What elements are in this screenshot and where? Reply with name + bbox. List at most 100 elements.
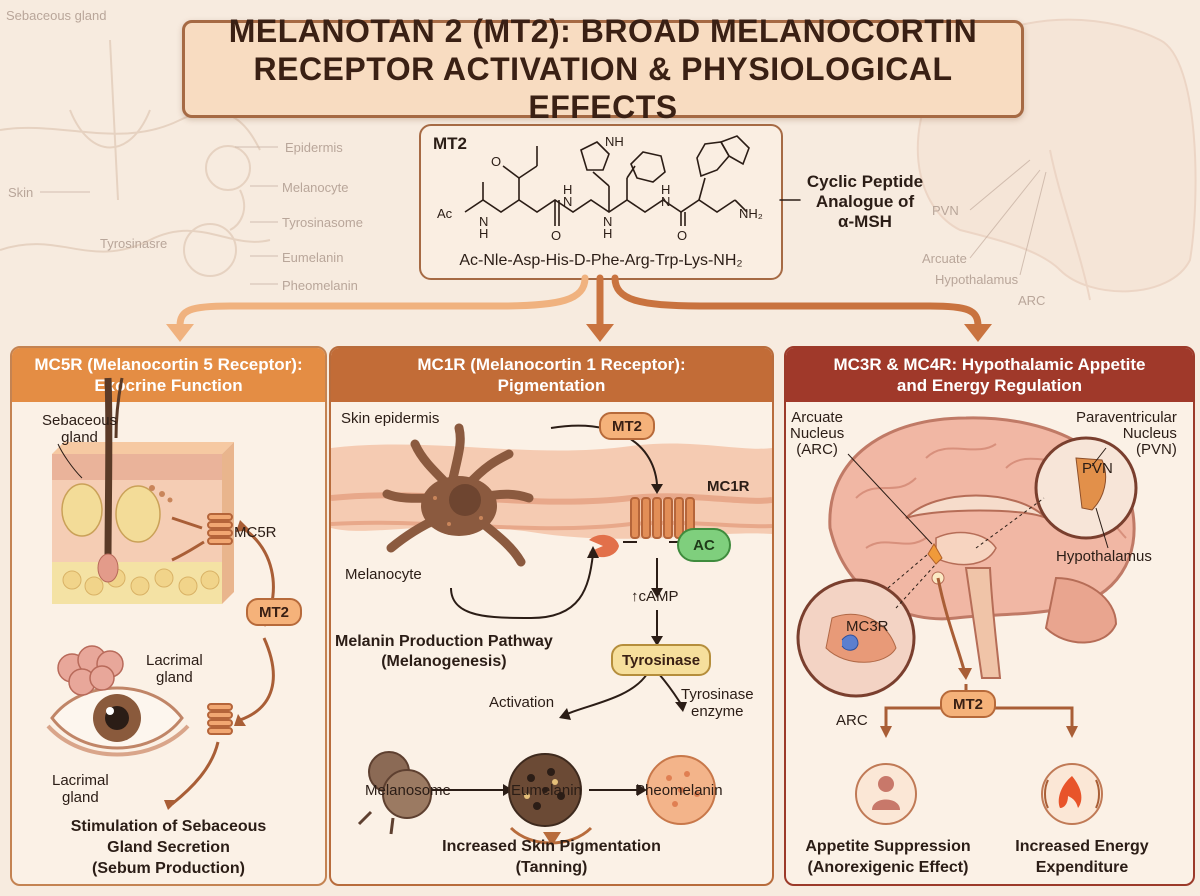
mc1r-caption-line-2: (Tanning): [515, 859, 588, 876]
arcuate-line-1: Arcuate: [791, 409, 843, 426]
mc1r-mt2-badge: MT2: [599, 412, 655, 440]
energy-line-2: Expenditure: [1035, 859, 1129, 876]
bg-label-tyrosinasome: Tyrosinasome: [282, 215, 363, 230]
camp-label: ↑cAMP: [631, 588, 679, 605]
atom-h-3: H: [603, 226, 612, 241]
activation-label: Activation: [489, 694, 555, 711]
bg-label-sebaceous-gland: Sebaceous gland: [6, 8, 107, 23]
atom-h-4: H: [661, 182, 670, 197]
side-note-line-1: Cyclic Peptide: [806, 172, 924, 191]
mc5r-panel-header: MC5R (Melanocortin 5 Receptor): Exocrine…: [12, 348, 325, 402]
bg-label-hypothalamus: Hypothalamus: [935, 272, 1019, 287]
mc5r-receptor-label: MC5R: [234, 524, 277, 541]
mc5r-caption-line-2: Gland Secretion: [107, 839, 230, 856]
title-line-1: MELANOTAN 2 (MT2): BROAD MELANOCORTIN: [228, 13, 978, 49]
bg-label-arc: ARC: [1018, 293, 1046, 308]
mt2-structure-label: MT2: [433, 134, 467, 153]
bg-label-tyrosinase: Tyrosinasre: [100, 236, 168, 251]
mc1r-header-line-2: Pigmentation: [497, 376, 606, 395]
melanosome-label: Melanosome: [365, 782, 451, 799]
mc5r-header-line-2: Exocrine Function: [94, 376, 243, 395]
arcuate-line-3: (ARC): [796, 441, 838, 458]
atom-n-2: N: [563, 194, 572, 209]
atom-h-1: H: [479, 226, 488, 241]
adenylyl-cyclase-badge: AC: [677, 528, 731, 562]
pvn-line-2: Nucleus: [1122, 425, 1177, 442]
mc1r-panel-header: MC1R (Melanocortin 1 Receptor): Pigmenta…: [331, 348, 772, 402]
title-line-2: RECEPTOR ACTIVATION & PHYSIOLOGICAL EFFE…: [253, 51, 953, 125]
lacrimal-label-bottom: Lacrimal gland: [52, 772, 109, 806]
tyrosinase-enzyme-label: Tyrosinase enzyme: [681, 686, 754, 720]
pathway-line-1: Melanin Production Pathway: [335, 633, 553, 650]
bg-label-pvn: PVN: [932, 203, 959, 218]
appetite-line-1: Appetite Suppression: [805, 838, 971, 855]
hypothalamus-label: Hypothalamus: [1056, 548, 1152, 565]
atom-nh2: NH₂: [739, 206, 763, 221]
bg-label-eumelanin: Eumelanin: [282, 250, 344, 265]
bg-label-melanocyte: Melanocyte: [282, 180, 349, 195]
sebaceous-line-2: gland: [61, 429, 98, 446]
mc3r-mt2-badge: MT2: [940, 690, 996, 718]
bg-label-pheomelanin: Pheomelanin: [282, 278, 358, 293]
side-note-line-2: Analogue of: [815, 192, 915, 211]
pathway-line-2: (Melanogenesis): [381, 653, 507, 670]
tyrosinase-badge: Tyrosinase: [611, 644, 711, 676]
atom-h-2: H: [563, 182, 572, 197]
mc1r-receptor-label: MC1R: [707, 478, 750, 495]
mc5r-sebaceous-label: Sebaceous gland: [42, 412, 117, 446]
pvn-line-3: (PVN): [1136, 441, 1177, 458]
mc5r-mt2-badge: MT2: [246, 598, 302, 626]
mt2-sequence: Ac-Nle-Asp-His-D-Phe-Arg-Trp-Lys-NH₂: [459, 252, 743, 269]
bg-label-skin: Skin: [8, 185, 34, 200]
page-title: MELANOTAN 2 (MT2): BROAD MELANOCORTIN RE…: [182, 13, 1024, 125]
mc5r-caption-line-3: (Sebum Production): [92, 860, 245, 877]
mt2-chemical-structure: Ac N H O O N H NH N H N H O NH₂: [437, 134, 763, 243]
atom-n-1: N: [479, 214, 488, 229]
arc-label: ARC: [836, 712, 868, 729]
enzyme-line-1: Tyrosinase: [681, 686, 754, 703]
pvn-inset-label: PVN: [1082, 460, 1113, 477]
side-note: Cyclic Peptide Analogue of α-MSH: [800, 172, 930, 232]
atom-o-2: O: [551, 228, 561, 243]
eumelanin-label: Eumelanin: [511, 782, 582, 799]
melanogenesis-illustration: [331, 423, 772, 846]
atom-o-1: O: [491, 154, 501, 169]
pheomelanin-label: Pheomelanin: [635, 782, 723, 799]
mc5r-caption-line-1: Stimulation of Sebaceous: [70, 818, 267, 835]
mc1r-caption-line-1: Increased Skin Pigmentation: [442, 838, 661, 855]
atom-ac: Ac: [437, 206, 453, 221]
atom-o-3: O: [677, 228, 687, 243]
energy-line-1: Increased Energy: [1015, 838, 1149, 855]
mc5r-panel: MC5R (Melanocortin 5 Receptor): Exocrine…: [10, 346, 327, 886]
sebaceous-line-1: Sebaceous: [42, 412, 118, 429]
lacrimal-top-line-1: Lacrimal: [146, 652, 203, 669]
paraventricular-nucleus-label: Paraventricular Nucleus (PVN): [1076, 410, 1177, 458]
mc3r-label: MC3R: [846, 618, 889, 635]
skin-epidermis-label: Skin epidermis: [341, 410, 440, 427]
mc5r-caption: Stimulation of Sebaceous Gland Secretion…: [12, 816, 325, 879]
side-note-line-3: α-MSH: [838, 212, 892, 231]
bg-label-arcuate: Arcuate: [922, 251, 967, 266]
appetite-line-2: (Anorexigenic Effect): [807, 859, 969, 876]
lacrimal-bottom-line-1: Lacrimal: [52, 772, 109, 789]
atom-n-4: N: [661, 194, 670, 209]
energy-expenditure-caption: Increased Energy Expenditure: [986, 836, 1178, 878]
atom-nh: NH: [605, 134, 624, 149]
mc1r-header-line-1: MC1R (Melanocortin 1 Receptor):: [417, 355, 686, 374]
melanogenesis-label: Melanin Production Pathway (Melanogenesi…: [335, 632, 553, 672]
lacrimal-top-line-2: gland: [155, 669, 193, 686]
bg-label-epidermis: Epidermis: [285, 140, 343, 155]
mc1r-caption: Increased Skin Pigmentation (Tanning): [331, 836, 772, 878]
arcuate-line-2: Nucleus: [790, 425, 845, 442]
mt2-structure-box: MT2 Ac N H O O N H NH N H: [419, 124, 783, 280]
appetite-suppression-caption: Appetite Suppression (Anorexigenic Effec…: [786, 836, 990, 878]
enzyme-line-2: enzyme: [691, 703, 744, 720]
mc1r-panel: MC1R (Melanocortin 1 Receptor): Pigmenta…: [329, 346, 774, 886]
lacrimal-bottom-line-2: gland: [61, 789, 99, 806]
lacrimal-label-top: Lacrimal gland: [146, 652, 203, 686]
mc3r-mc4r-panel-header: MC3R & MC4R: Hypothalamic Appetite and E…: [786, 348, 1193, 402]
mc5r-header-line-1: MC5R (Melanocortin 5 Receptor):: [34, 355, 303, 374]
pvn-line-1: Paraventricular: [1076, 409, 1177, 426]
atom-n-3: N: [603, 214, 612, 229]
mc3r-mc4r-panel: MC3R & MC4R: Hypothalamic Appetite and E…: [784, 346, 1195, 886]
